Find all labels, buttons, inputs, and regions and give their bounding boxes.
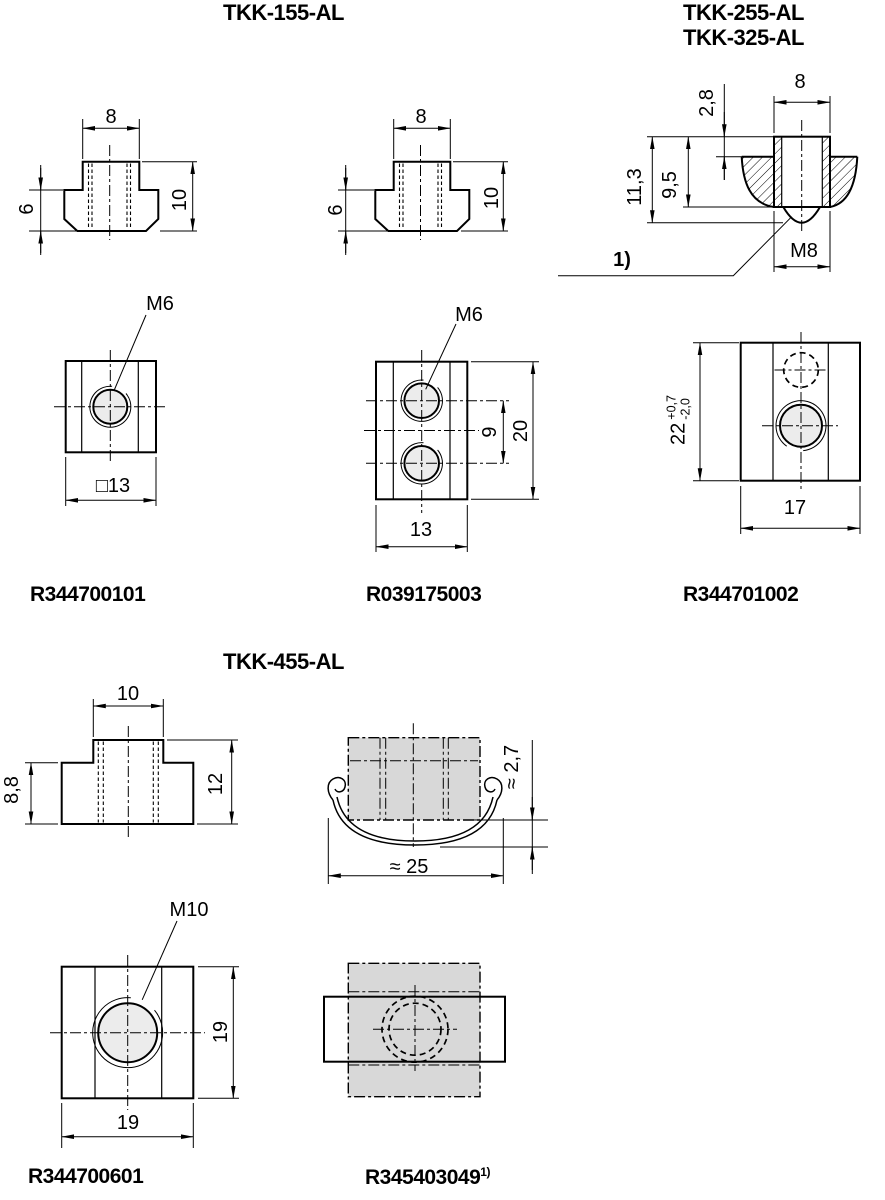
dim-height-6: 6 [325,204,347,216]
part-number-r344701002: R344701002 [683,583,799,606]
thread-leader-line [425,323,457,390]
dim-width-8: 8 [105,106,117,128]
t-nut-profile-outline [60,739,195,825]
tolerance-plus: +0,7 [664,395,679,420]
tkk455-spring-side-view [327,723,548,884]
tkk455-spring-top-view [323,962,506,1098]
thread-arc [775,400,827,452]
tkk155-top-view-right [364,323,539,552]
part-number-r344700601: R344700601 [28,1165,144,1188]
tolerance-minus: -2,0 [679,398,693,420]
leaf-spring [332,799,498,846]
dim-height-9-5: 9,5 [659,171,681,199]
dim-width-17: 17 [783,497,807,519]
dim-thread-m8: M8 [790,240,818,262]
tkk155-top-view-left [54,314,167,506]
footnote-marker: 1) [613,249,631,271]
thread-arc [92,997,164,1069]
part-number-r344700101: R344700101 [30,583,146,606]
footnote-superscript: 1) [480,1165,490,1179]
tkk455-top-view [50,920,239,1148]
thread-label-m6: M6 [146,293,174,315]
hatched-wing-right [830,156,858,207]
dim-length-20: 20 [510,419,532,443]
dim-height-12: 12 [205,772,227,796]
dim-height-6: 6 [16,203,38,215]
title-tkk-155-al: TKK-155-AL [223,0,344,25]
part-number-r039175003: R039175003 [366,583,482,606]
dim-length-25: ≈ 25 [389,856,429,878]
dim-height-10: 10 [481,186,503,210]
phantom-nut-body [348,737,480,820]
dim-height-11-3: 11,3 [624,168,646,206]
dim-hole-spacing-9: 9 [479,426,501,438]
t-nut-profile-outline [63,160,160,232]
dim-protrusion-2-7: ≈ 2,7 [501,744,523,790]
dim-height-10: 10 [169,188,191,212]
dim-width-sq13: □13 [95,475,131,497]
t-nut-profile-outline [374,160,471,232]
dim-length-19: 19 [210,1020,232,1044]
title-tkk-255-al: TKK-255-AL [683,0,804,25]
tkk155-side-view-right [338,119,508,255]
thread-leader-line [114,314,147,390]
dim-width-8: 8 [794,71,806,93]
dim-length-22-tolerance: 22 +0,7 -2,0 [665,395,694,445]
dim-height-8-8: 8,8 [1,776,23,804]
dim-width-13: 13 [409,519,433,541]
thread-label-m10: M10 [169,899,209,921]
dim-offset-2-8: 2,8 [696,89,718,117]
nut-top-outline [739,341,862,482]
footnote-leader-line [558,216,793,277]
dim-width-10: 10 [116,683,140,705]
phantom-nut-body [348,963,480,1097]
tkk255-side-view [558,84,859,277]
tkk255-top-view [693,332,862,534]
title-tkk-455-al: TKK-455-AL [223,649,344,674]
tolerance-stack: +0,7 -2,0 [665,395,694,420]
dim-width-19: 19 [116,1112,140,1134]
hatched-wing-left [741,156,774,207]
dim-width-8: 8 [415,106,427,128]
title-tkk-325-al: TKK-325-AL [683,25,804,50]
tkk155-side-view-left [29,119,197,255]
part-number-text: R345403049 [365,1166,481,1189]
thread-arc [89,385,132,428]
threaded-hole [97,1002,159,1064]
part-number-r345403049: R3454030491) [365,1166,490,1188]
dim-length-22: 22 [668,422,690,445]
thread-label-m6: M6 [455,304,483,326]
tkk455-side-view [25,699,238,838]
thread-leader-line [141,920,178,1001]
